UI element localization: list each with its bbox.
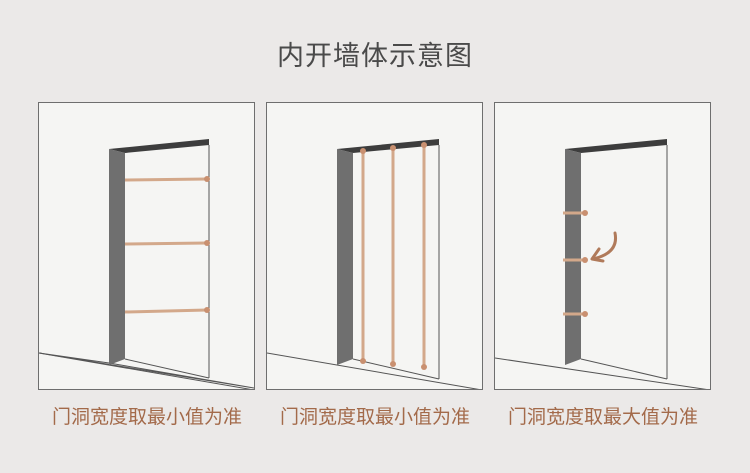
frame-inner-bottom [352,358,440,380]
frame-inner-bottom [580,358,668,380]
measure-dot-3-bottom [421,364,427,370]
measure-dot-1 [204,176,210,182]
measure-dot-3-top [421,142,427,148]
wall-side [565,149,581,365]
measure-dot-1 [582,210,588,216]
measure-dot-1-bottom [360,358,366,364]
frame-top [565,139,667,153]
caption-panel-1: 门洞宽度取最小值为准 [51,406,242,428]
frame-inner-bottom [124,358,210,379]
measure-dot-3 [204,307,210,313]
floor-edge [267,352,480,389]
page-title: 内开墙体示意图 [277,41,473,72]
measure-dot-2 [582,257,588,263]
measure-dot-2-top [390,145,396,151]
measure-dot-2 [204,240,210,246]
measure-line-1 [124,177,208,182]
caption-panel-3: 门洞宽度取最大值为准 [507,406,698,428]
diagram-panel-2 [266,102,483,390]
floor-line [39,352,254,389]
measure-dot-1-top [360,148,366,154]
caption-panel-2: 门洞宽度取最小值为准 [279,406,470,428]
diagram-panel-3 [494,102,711,390]
floor-edge [39,352,252,389]
measure-line-3 [124,308,208,314]
wall-side [337,149,353,365]
door-diagram-horizontal [39,139,254,389]
arrow-head [590,247,605,263]
door-diagram-vertical [267,139,480,389]
wall-side [109,149,125,365]
diagram-panel-1 [38,102,255,390]
door-diagram-depth [495,139,707,389]
curved-arrow-icon [591,231,618,261]
measure-dot-2-bottom [390,361,396,367]
floor-edge [495,357,707,389]
frame-top [109,139,209,153]
measure-line-2 [124,241,208,246]
measure-dot-3 [582,311,588,317]
